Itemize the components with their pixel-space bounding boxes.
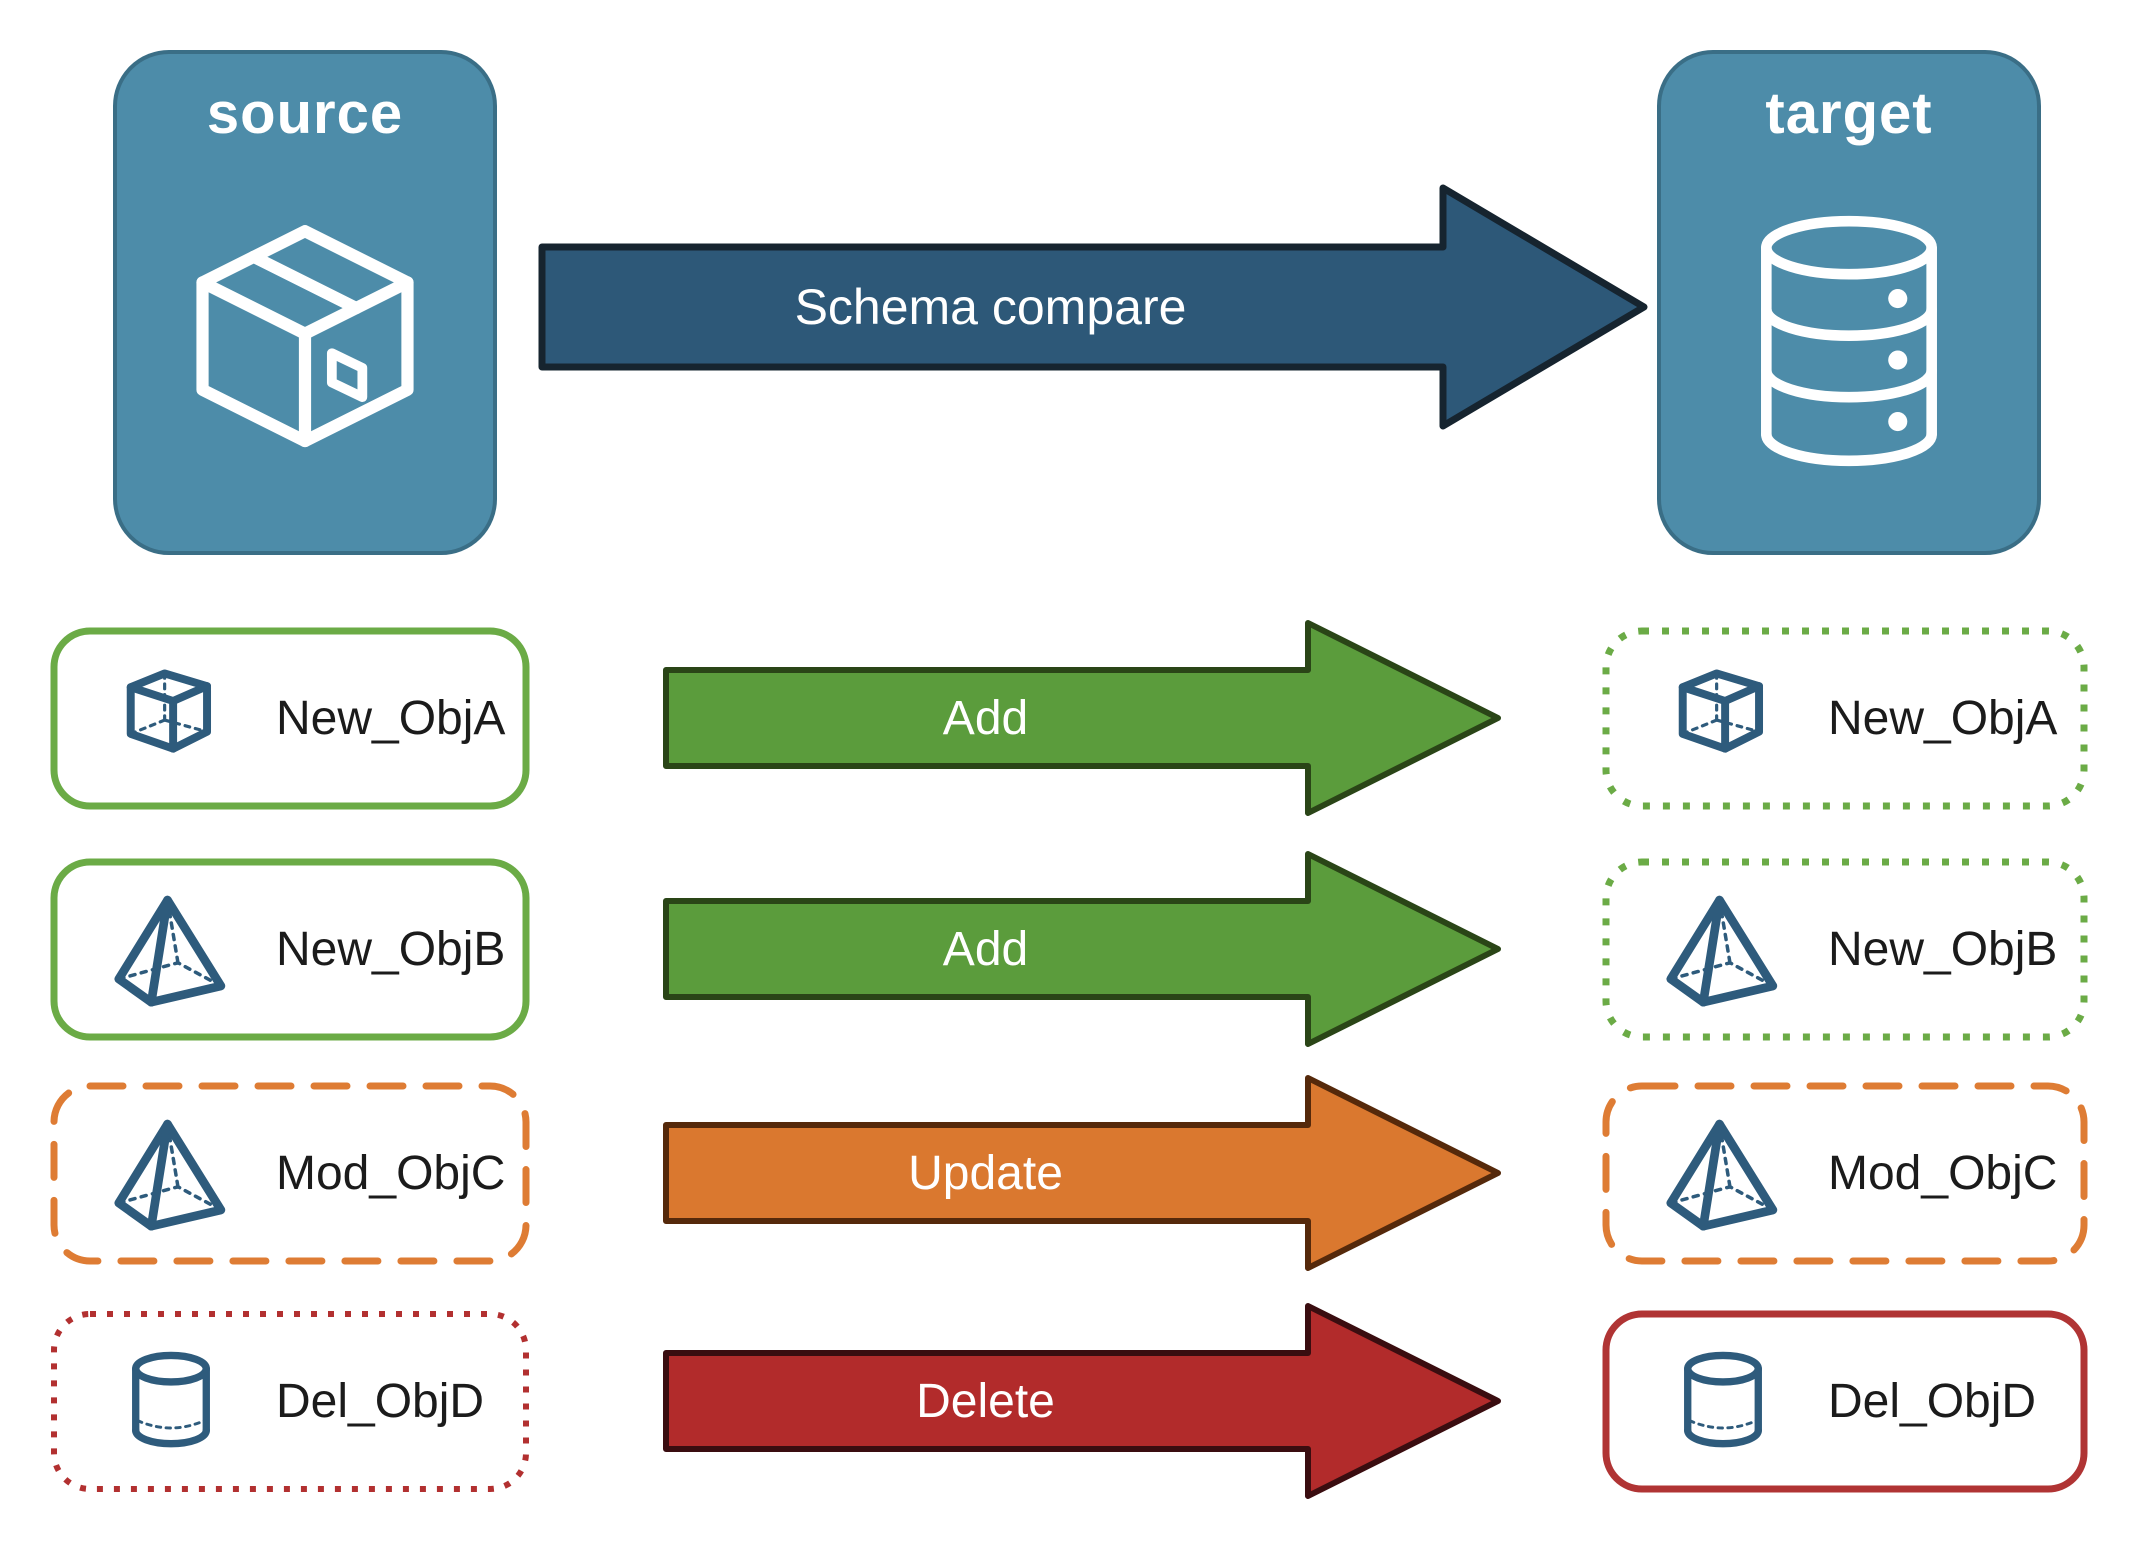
schema-compare-arrow-label: Schema compare [794,279,1187,335]
add-arrow-row1: Add [663,618,1503,818]
target-object-box-mod-objc: Mod_ObjC [1602,1082,2088,1265]
target-title: target [1765,81,1933,146]
target-panel: target [1657,50,2041,555]
source-object-box-mod-objc: Mod_ObjC [50,1082,530,1265]
cube-icon [110,654,232,784]
object-label: Mod_ObjC [276,1147,506,1200]
delete-arrow: Delete [663,1301,1503,1501]
target-object-box-new-obja: New_ObjA [1602,627,2088,810]
object-label: New_ObjB [276,923,506,976]
object-label: Mod_ObjC [1828,1147,2058,1200]
schema-compare-arrow: Schema compare [538,182,1648,432]
object-label: Del_ObjD [276,1375,485,1428]
delete-arrow-label: Delete [916,1374,1055,1428]
object-label: New_ObjB [1828,923,2058,976]
object-label: Del_ObjD [1828,1375,2037,1428]
pyramid-icon [110,885,232,1015]
target-object-box-del-objd: Del_ObjD [1602,1310,2088,1493]
pyramid-icon [110,1109,232,1239]
add-arrow-label: Add [942,922,1029,976]
cube-icon [1662,654,1784,784]
cylinder-icon [1662,1337,1784,1467]
object-label: New_ObjA [1828,692,2058,745]
object-label: New_ObjA [276,692,506,745]
cylinder-icon [110,1337,232,1467]
add-arrow-row2: Add [663,849,1503,1049]
update-arrow-label: Update [908,1146,1063,1200]
pyramid-icon [1662,1109,1784,1239]
update-arrow: Update [663,1073,1503,1273]
source-panel: source [113,50,497,555]
database-icon [1743,147,1955,551]
package-box-icon [179,147,431,551]
source-title: source [206,81,404,146]
add-arrow-label: Add [942,691,1029,745]
pyramid-icon [1662,885,1784,1015]
source-object-box-del-objd: Del_ObjD [50,1310,530,1493]
target-object-box-new-objb: New_ObjB [1602,858,2088,1041]
source-object-box-new-objb: New_ObjB [50,858,530,1041]
source-object-box-new-obja: New_ObjA [50,627,530,810]
